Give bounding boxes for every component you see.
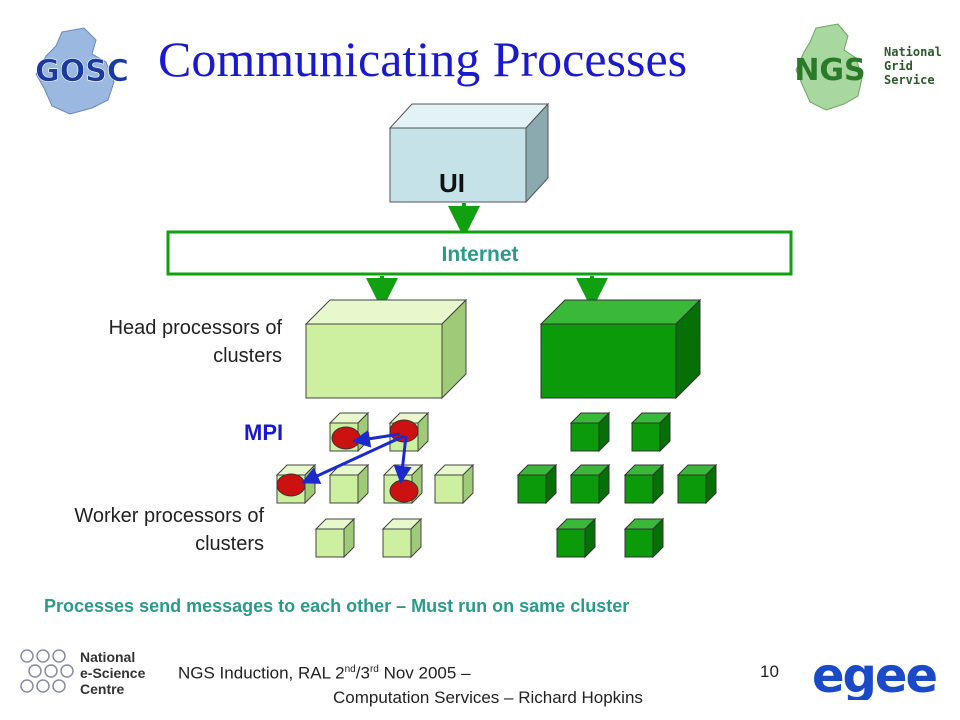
worker-processor-cube (623, 517, 665, 559)
worker-processors-cluster-2 (516, 411, 718, 559)
gosc-logo-text: GOSC (35, 54, 129, 89)
internet-label: Internet (441, 243, 518, 266)
slide-caption: Processes send messages to each other – … (44, 596, 630, 616)
ui-box: UI (388, 102, 550, 204)
nesc-logo-line-1: National (80, 649, 135, 665)
process-dot (389, 479, 419, 503)
footer-line-1: NGS Induction, RAL 2nd/3rd Nov 2005 – (178, 663, 471, 683)
nesc-logo: National e-Science Centre (20, 649, 146, 697)
head-processor-2 (539, 298, 702, 400)
head-processor-1 (304, 298, 468, 400)
worker-processors-cluster-1 (275, 411, 475, 559)
worker-processor-cube (314, 517, 356, 559)
worker-processor-cube (676, 463, 718, 505)
ngs-logo: NGS National Grid Service (794, 23, 942, 111)
ui-label: UI (439, 168, 465, 198)
internet-bar: Internet (166, 230, 793, 276)
mpi-arrow (393, 435, 412, 484)
mpi-processes (276, 419, 419, 503)
nesc-logo-line-2: e-Science (80, 665, 146, 681)
mpi-messages (301, 429, 412, 484)
ngs-logo-sub-1: National (884, 45, 942, 59)
head-processors-label: Head processors of clusters (108, 317, 282, 367)
worker-processor-cube (433, 463, 475, 505)
worker-processor-cube (516, 463, 558, 505)
egee-logo-text: egee (812, 648, 936, 700)
worker-processor-cube (328, 463, 370, 505)
process-dot (276, 473, 306, 497)
mpi-arrow (301, 434, 405, 484)
worker-processor-cube (623, 463, 665, 505)
worker-processor-cube (381, 517, 423, 559)
worker-processor-cube (630, 411, 672, 453)
nesc-logo-line-3: Centre (80, 681, 125, 697)
slide-title: Communicating Processes (158, 31, 688, 87)
worker-processor-cube (555, 517, 597, 559)
ngs-logo-sub-3: Service (884, 73, 935, 87)
process-dot (331, 426, 361, 450)
worker-processors-label: Worker processors of clusters (74, 505, 264, 555)
page-number: 10 (760, 662, 779, 681)
ngs-logo-text: NGS (794, 53, 865, 88)
mpi-label: MPI (244, 420, 284, 445)
gosc-logo: GOSC (35, 27, 129, 115)
worker-processor-cube (569, 411, 611, 453)
egee-logo: egee (812, 648, 938, 700)
footer-text: NGS Induction, RAL 2nd/3rd Nov 2005 – Co… (178, 658, 643, 710)
ngs-logo-sub-2: Grid (884, 59, 913, 73)
process-dot (389, 419, 419, 443)
mpi-arrow (352, 429, 401, 448)
footer-line-2: Computation Services – Richard Hopkins (333, 687, 643, 707)
worker-processor-cube (569, 463, 611, 505)
